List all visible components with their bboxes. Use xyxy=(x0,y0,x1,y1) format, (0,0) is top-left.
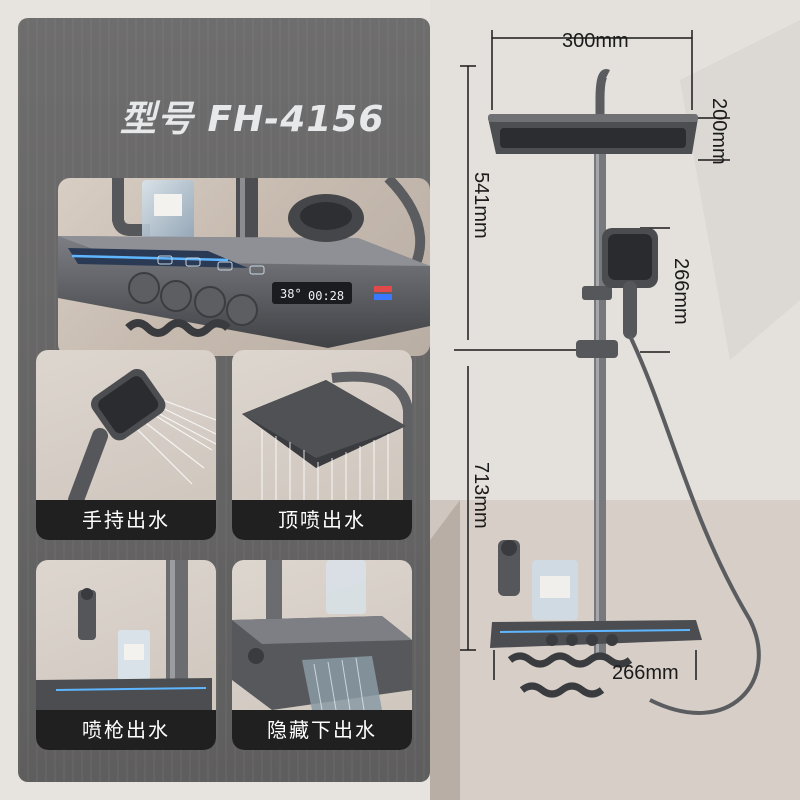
feature-tile-handheld: 手持出水 xyxy=(36,350,216,540)
control-panel-illustration: 38° 00:28 xyxy=(58,178,430,348)
feature-label: 顶喷出水 xyxy=(232,500,412,540)
dim-head-width: 300mm xyxy=(562,30,629,52)
rain-shower-icon xyxy=(242,371,412,500)
dim-lower-height: 713mm xyxy=(470,462,492,529)
feature-panel: 型号 FH-4156 xyxy=(18,18,430,782)
feature-tile-spray-gun: 喷枪出水 xyxy=(36,560,216,750)
display-time: 00:28 xyxy=(308,289,344,303)
display-temp: 38° xyxy=(280,287,302,301)
control-panel-photo: 38° 00:28 xyxy=(58,178,430,356)
shower-diagram xyxy=(430,0,800,800)
dim-upper-height: 541mm xyxy=(470,172,492,239)
feature-label: 手持出水 xyxy=(36,500,216,540)
model-title: 型号 FH-4156 xyxy=(120,99,385,140)
feature-tile-rain: 顶喷出水 xyxy=(232,350,412,540)
feature-label: 隐藏下出水 xyxy=(232,710,412,750)
dim-shelf-width: 266mm xyxy=(612,662,679,684)
handheld-shower-icon xyxy=(68,368,216,500)
hidden-spout-icon xyxy=(232,560,412,710)
dimension-lines xyxy=(454,30,730,680)
feature-label: 喷枪出水 xyxy=(36,710,216,750)
spray-gun-icon xyxy=(36,560,212,710)
dim-hand-shower: 266mm xyxy=(670,258,692,325)
dim-head-depth: 200mm xyxy=(708,98,730,165)
feature-tile-hidden-spout: 隐藏下出水 xyxy=(232,560,412,750)
